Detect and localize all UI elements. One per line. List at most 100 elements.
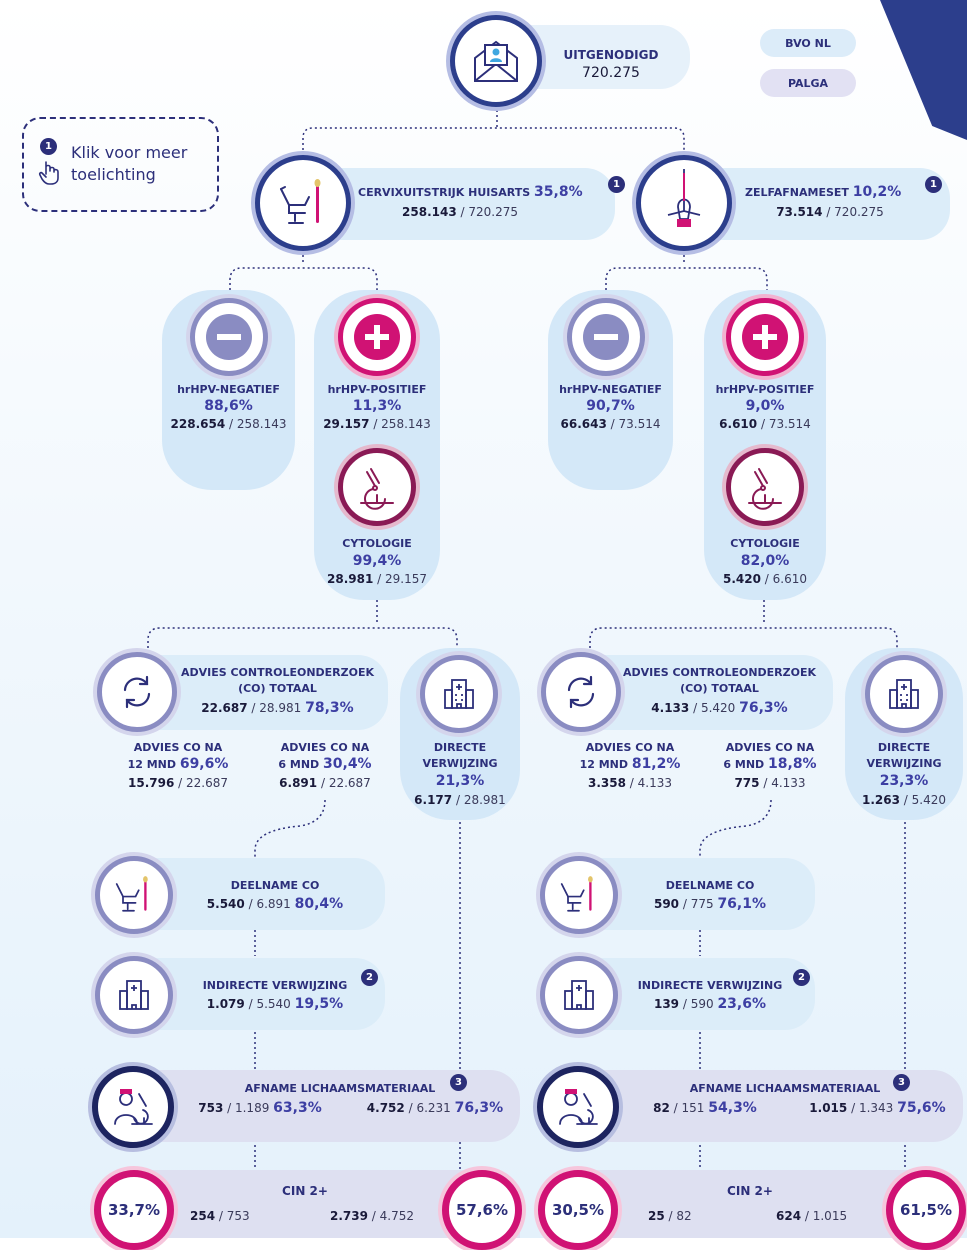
right-afname-den-1: 151 <box>681 1101 705 1115</box>
right-neg-pct: 90,7% <box>586 398 635 414</box>
left-cytology-den: 29.157 <box>384 572 427 586</box>
right-deelname-num: 590 <box>653 897 680 911</box>
invited-value: 720.275 <box>582 65 640 81</box>
left-pos-fraction: 29.157 / 258.143 <box>323 417 431 431</box>
left-neg-num: 228.654 <box>170 417 226 431</box>
right-cin-num-2: 624 <box>776 1209 802 1223</box>
right-deelname-den: 775 <box>690 897 714 911</box>
right-afname-num-1: 82 <box>653 1101 670 1115</box>
left-afname-label: AFNAME LICHAAMSMATERIAAL <box>244 1082 436 1095</box>
left-co12-label-2: 12 MND <box>127 758 176 771</box>
left-indirect-pct: 19,5% <box>294 996 344 1012</box>
pointer-hand-icon <box>38 161 59 185</box>
left-co-num: 22.687 <box>201 701 248 715</box>
left-cytology-node[interactable] <box>338 448 416 526</box>
invited-label: UITGENODIGD <box>563 48 659 62</box>
left-indirect-den: 5.540 <box>256 997 291 1011</box>
left-branch-badge[interactable]: 1 <box>608 176 625 193</box>
right-co6-fraction: 775 / 4.133 <box>734 776 806 790</box>
right-co6-num: 775 <box>734 776 760 790</box>
left-cytology-num: 28.981 <box>327 572 374 586</box>
right-direct-fraction: 1.263 / 5.420 <box>862 793 946 807</box>
right-afname-node[interactable] <box>537 1066 619 1148</box>
left-co6-label-2: 6 MND <box>278 758 320 771</box>
right-co-label-1: ADVIES CONTROLEONDERZOEK <box>622 666 817 679</box>
right-direct-num: 1.263 <box>862 793 900 807</box>
envelope-icon <box>474 40 518 82</box>
right-branch-badge[interactable]: 1 <box>925 176 942 193</box>
selfsample-node[interactable] <box>636 155 732 251</box>
right-afname-pct-1: 54,3% <box>708 1100 757 1116</box>
microscope-icon <box>748 468 782 510</box>
right-cytology-label: CYTOLOGIE <box>730 537 800 550</box>
right-cin-right-pct[interactable]: 61,5% <box>886 1170 966 1250</box>
right-neg-node[interactable] <box>567 298 645 376</box>
right-branch-label-row: ZELFAFNAMESET 10,2% <box>745 184 935 201</box>
left-branch-label: CERVIXUITSTRIJK HUISARTS <box>358 186 531 199</box>
invited-node[interactable] <box>450 15 542 107</box>
left-neg-den: 258.143 <box>236 417 287 431</box>
right-deelname-pct: 76,1% <box>717 896 767 912</box>
right-afname-badge[interactable]: 3 <box>893 1074 910 1091</box>
right-indirect-fraction: 139 / 590 23,6% <box>653 996 767 1012</box>
right-indirect-badge[interactable]: 2 <box>793 969 810 986</box>
left-pos-node[interactable] <box>338 298 416 376</box>
left-indirect-badge[interactable]: 2 <box>361 969 378 986</box>
right-co12-num: 3.358 <box>588 776 626 790</box>
right-co12-den: 4.133 <box>637 776 672 790</box>
right-pos-node[interactable] <box>726 298 804 376</box>
left-cin-num-2: 2.739 <box>330 1209 368 1223</box>
right-co-num: 4.133 <box>651 701 690 715</box>
left-deelname-num: 5.540 <box>206 897 245 911</box>
left-cin-left-pct[interactable]: 33,7% <box>94 1170 174 1250</box>
left-co6-label-1: ADVIES CO NA <box>280 741 370 754</box>
right-direct-node[interactable] <box>865 655 943 733</box>
left-direct-pct: 21,3% <box>435 773 485 789</box>
doctor-microscope-icon <box>559 1089 598 1125</box>
right-deelname-node[interactable] <box>540 856 618 934</box>
left-afname-node[interactable] <box>92 1066 174 1148</box>
left-neg-label: hrHPV-NEGATIEF <box>177 383 280 396</box>
right-afname-fraction-1: 82 / 151 54,3% <box>653 1100 757 1116</box>
left-neg-node[interactable] <box>190 298 268 376</box>
tag-palga[interactable]: PALGA <box>760 69 856 97</box>
left-indirect-node[interactable] <box>95 956 173 1034</box>
left-co-fraction: 22.687 / 28.981 78,3% <box>201 700 354 716</box>
left-cin-right-pct[interactable]: 57,6% <box>442 1170 522 1250</box>
left-co12-row: 12 MND 69,6% <box>118 756 238 773</box>
left-co-label-1: ADVIES CONTROLEONDERZOEK <box>180 666 375 679</box>
exam-chair-icon <box>560 876 593 912</box>
left-co-label-2: (CO) TOTAAL <box>238 682 317 695</box>
right-indirect-node[interactable] <box>540 956 618 1034</box>
tag-bvo-nl[interactable]: BVO NL <box>760 29 856 57</box>
right-cytology-pct: 82,0% <box>740 553 790 569</box>
left-branch-den: 720.275 <box>468 205 518 219</box>
left-co-node[interactable] <box>97 652 177 732</box>
right-co-node[interactable] <box>541 652 621 732</box>
refresh-icon <box>123 675 151 709</box>
left-branch-label-row: CERVIXUITSTRIJK HUISARTS 35,8% <box>358 184 608 201</box>
swab-kit-icon <box>667 169 701 227</box>
right-cin-left-pct[interactable]: 30,5% <box>538 1170 618 1250</box>
right-pos-den: 73.514 <box>768 417 811 431</box>
hospital-icon <box>444 679 474 709</box>
left-deelname-node[interactable] <box>95 856 173 934</box>
left-pos-label: hrHPV-POSITIEF <box>327 383 427 396</box>
right-branch-pct: 10,2% <box>852 184 902 200</box>
right-cin-fraction-2: 624 / 1.015 <box>776 1209 848 1223</box>
left-branch-pct: 35,8% <box>534 184 583 200</box>
left-branch-fraction: 258.143 / 720.275 <box>402 205 518 219</box>
doctor-microscope-icon <box>114 1089 153 1125</box>
right-co-pct: 76,3% <box>739 700 788 716</box>
right-neg-den: 73.514 <box>618 417 661 431</box>
cervix-node[interactable] <box>255 155 351 251</box>
info-box[interactable]: 1 Klik voor meer toelichting <box>22 117 219 212</box>
right-cytology-node[interactable] <box>726 448 804 526</box>
left-co6-den: 22.687 <box>328 776 371 790</box>
left-direct-node[interactable] <box>420 655 498 733</box>
left-afname-badge[interactable]: 3 <box>450 1074 467 1091</box>
right-afname-label: AFNAME LICHAAMSMATERIAAL <box>689 1082 881 1095</box>
right-afname-num-2: 1.015 <box>809 1101 848 1115</box>
right-pos-pct: 9,0% <box>745 398 785 414</box>
